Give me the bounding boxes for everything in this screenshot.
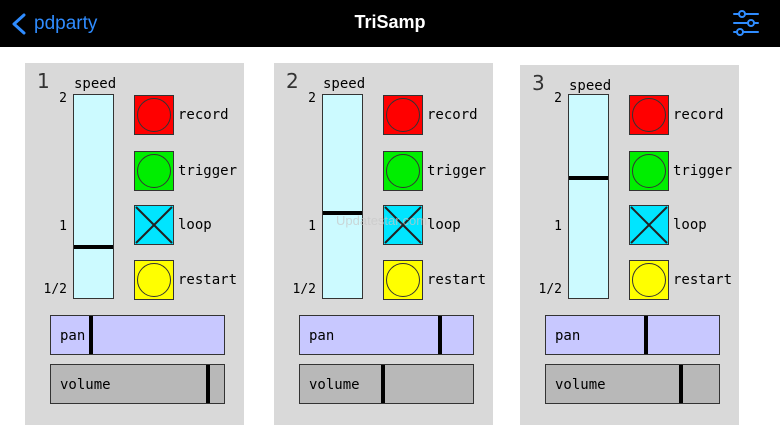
- record-control: record: [134, 95, 274, 135]
- speed-tick-top: 2: [554, 91, 562, 106]
- trigger-circle-icon: [632, 154, 666, 188]
- loop-control: loop: [134, 205, 274, 245]
- record-circle-icon: [386, 98, 420, 132]
- record-button[interactable]: [629, 95, 669, 135]
- watermark: Updatestar.com: [336, 213, 428, 228]
- chevron-left-icon: [12, 13, 26, 35]
- pan-slider[interactable]: pan: [299, 315, 474, 355]
- restart-circle-icon: [137, 263, 171, 297]
- speed-slider-handle[interactable]: [74, 245, 113, 249]
- record-control: record: [383, 95, 523, 135]
- record-button[interactable]: [383, 95, 423, 135]
- loop-toggle[interactable]: [383, 205, 423, 245]
- speed-slider[interactable]: [568, 94, 609, 299]
- speed-tick-top: 2: [59, 91, 67, 106]
- panel-number: 3: [532, 71, 545, 95]
- restart-button[interactable]: [383, 260, 423, 300]
- pan-slider-handle[interactable]: [644, 316, 648, 354]
- volume-slider[interactable]: volume: [299, 364, 474, 404]
- page-title: TriSamp: [354, 12, 426, 32]
- speed-tick-bottom: 1/2: [43, 282, 67, 297]
- record-button[interactable]: [134, 95, 174, 135]
- speed-slider-handle[interactable]: [323, 211, 362, 215]
- speed-slider-handle[interactable]: [569, 176, 608, 180]
- sampler-panel-2: 2 speed 2 1 1/2 record trigger: [274, 63, 493, 425]
- back-button[interactable]: pdparty: [10, 8, 97, 40]
- restart-control: restart: [629, 260, 769, 300]
- restart-circle-icon: [632, 263, 666, 297]
- settings-button[interactable]: [732, 9, 760, 37]
- record-control: record: [629, 95, 769, 135]
- volume-label: volume: [60, 377, 111, 393]
- loop-label: loop: [178, 217, 212, 233]
- volume-slider[interactable]: volume: [50, 364, 225, 404]
- loop-toggle[interactable]: [629, 205, 669, 245]
- speed-tick-mid: 1: [59, 219, 67, 234]
- trigger-label: trigger: [178, 163, 238, 179]
- restart-control: restart: [134, 260, 274, 300]
- trigger-label: trigger: [673, 163, 733, 179]
- trigger-circle-icon: [386, 154, 420, 188]
- speed-tick-top: 2: [308, 91, 316, 106]
- volume-slider-handle[interactable]: [679, 365, 683, 403]
- speed-label: speed: [74, 76, 117, 92]
- sliders-icon: [733, 10, 759, 36]
- speed-tick-bottom: 1/2: [292, 282, 316, 297]
- navigation-bar: pdparty TriSamp: [0, 0, 780, 47]
- speed-label: speed: [323, 76, 366, 92]
- panel-number: 2: [286, 69, 299, 93]
- trigger-circle-icon: [137, 154, 171, 188]
- volume-label: volume: [309, 377, 360, 393]
- restart-button[interactable]: [134, 260, 174, 300]
- loop-label: loop: [427, 217, 461, 233]
- speed-slider[interactable]: [322, 94, 363, 299]
- volume-slider[interactable]: volume: [545, 364, 720, 404]
- pan-label: pan: [60, 328, 86, 344]
- record-circle-icon: [632, 98, 666, 132]
- volume-label: volume: [555, 377, 606, 393]
- loop-toggle[interactable]: [134, 205, 174, 245]
- restart-label: restart: [673, 272, 733, 288]
- volume-slider-handle[interactable]: [206, 365, 210, 403]
- restart-circle-icon: [386, 263, 420, 297]
- speed-slider[interactable]: [73, 94, 114, 299]
- loop-control: loop: [629, 205, 769, 245]
- loop-control: loop: [383, 205, 523, 245]
- pan-slider[interactable]: pan: [50, 315, 225, 355]
- trigger-button[interactable]: [629, 151, 669, 191]
- restart-label: restart: [178, 272, 238, 288]
- trigger-control: trigger: [629, 151, 769, 191]
- back-label: pdparty: [34, 13, 98, 34]
- pan-slider[interactable]: pan: [545, 315, 720, 355]
- record-circle-icon: [137, 98, 171, 132]
- trigger-button[interactable]: [134, 151, 174, 191]
- record-label: record: [427, 107, 478, 123]
- panel-number: 1: [37, 69, 50, 93]
- pan-label: pan: [309, 328, 335, 344]
- speed-tick-bottom: 1/2: [538, 282, 562, 297]
- trigger-control: trigger: [383, 151, 523, 191]
- speed-tick-mid: 1: [554, 219, 562, 234]
- pan-slider-handle[interactable]: [438, 316, 442, 354]
- loop-label: loop: [673, 217, 707, 233]
- record-label: record: [673, 107, 724, 123]
- restart-label: restart: [427, 272, 487, 288]
- trigger-control: trigger: [134, 151, 274, 191]
- x-mark-icon: [135, 206, 173, 244]
- restart-button[interactable]: [629, 260, 669, 300]
- trigger-button[interactable]: [383, 151, 423, 191]
- pan-label: pan: [555, 328, 581, 344]
- speed-tick-mid: 1: [308, 219, 316, 234]
- record-label: record: [178, 107, 229, 123]
- pan-slider-handle[interactable]: [89, 316, 93, 354]
- x-mark-icon: [384, 206, 422, 244]
- speed-label: speed: [569, 78, 612, 94]
- restart-control: restart: [383, 260, 523, 300]
- volume-slider-handle[interactable]: [381, 365, 385, 403]
- sampler-panel-1: 1 speed 2 1 1/2 record trigger: [25, 63, 244, 425]
- x-mark-icon: [630, 206, 668, 244]
- sampler-panel-3: 3 speed 2 1 1/2 record trigger: [520, 65, 739, 425]
- trigger-label: trigger: [427, 163, 487, 179]
